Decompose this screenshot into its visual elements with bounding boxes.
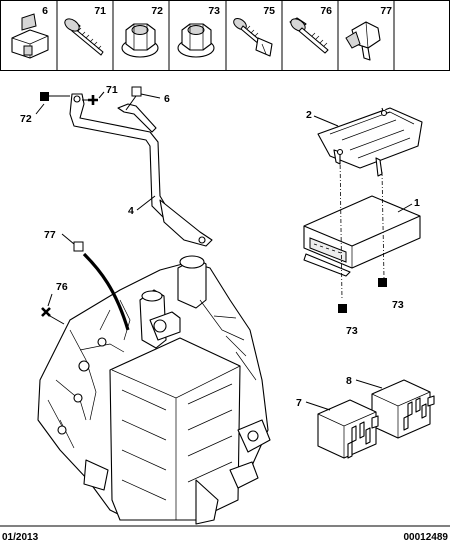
cable-clip-icon	[345, 21, 381, 61]
footer-ref-number: 00012489	[404, 532, 449, 543]
filled-square-icon	[338, 304, 347, 313]
callout-77-label: 77	[44, 229, 56, 241]
hardware-ref-76: 76	[320, 5, 332, 17]
hardware-ref-6: 6	[42, 5, 48, 17]
filled-square-icon	[40, 92, 49, 101]
plastic-clip-icon	[11, 13, 49, 59]
callout-6[interactable]: 6	[125, 86, 170, 111]
assembly-guide-lines	[339, 155, 385, 301]
callout-73-left[interactable]: 73	[338, 304, 358, 337]
screw-with-clip-icon	[233, 18, 273, 57]
screw-icon	[64, 18, 104, 56]
cross-mark-icon	[41, 307, 51, 317]
hardware-cell-76[interactable]: 76	[289, 5, 333, 54]
callout-6-label: 6	[164, 93, 170, 105]
hardware-ref-73: 73	[208, 5, 220, 17]
callout-7-label: 7	[296, 397, 302, 409]
callout-4-label: 4	[128, 205, 134, 217]
hardware-cell-73[interactable]: 73	[177, 5, 220, 58]
callout-72[interactable]: 72	[20, 92, 70, 125]
callout-1-label: 1	[414, 197, 420, 209]
callout-71[interactable]: 71	[82, 84, 118, 105]
hardware-ref-72: 72	[151, 5, 163, 17]
hardware-ref-71: 71	[94, 5, 106, 17]
hardware-cell-72[interactable]: 72	[121, 5, 163, 58]
ecu-bracket-part-2[interactable]	[317, 107, 423, 177]
hardware-cell-6[interactable]: 6	[11, 5, 49, 59]
callout-73-right-label: 73	[392, 299, 404, 311]
bracket-part-4[interactable]	[69, 93, 213, 247]
footer-date: 01/2013	[2, 532, 39, 543]
hardware-ref-75: 75	[263, 5, 275, 17]
relay-part-8[interactable]	[371, 379, 435, 439]
hardware-strip: 6 71 72	[0, 0, 450, 71]
gearbox-assembly	[37, 255, 271, 525]
open-square-icon	[73, 241, 84, 252]
callout-7[interactable]: 7	[296, 397, 331, 411]
callout-8[interactable]: 8	[346, 375, 383, 389]
hardware-cell-75[interactable]: 75	[232, 5, 275, 57]
callout-76[interactable]: 76	[41, 281, 68, 325]
callout-8-label: 8	[346, 375, 352, 387]
flange-screw-icon	[289, 17, 329, 54]
open-square-icon	[131, 86, 142, 97]
hardware-ref-77: 77	[380, 5, 392, 17]
callout-76-label: 76	[56, 281, 68, 293]
ecu-part-1[interactable]	[303, 195, 421, 277]
callout-77[interactable]: 77	[44, 229, 84, 252]
footer: 01/2013 00012489	[0, 525, 450, 543]
callout-72-label: 72	[20, 113, 32, 125]
relay-part-7[interactable]	[317, 399, 379, 459]
callout-73-left-label: 73	[346, 325, 358, 337]
callout-73-right[interactable]: 73	[378, 278, 404, 311]
callout-2-label: 2	[306, 109, 312, 121]
hardware-cell-77[interactable]: 77	[345, 5, 392, 61]
filled-square-icon	[378, 278, 387, 287]
hardware-cell-71[interactable]: 71	[63, 5, 107, 56]
callout-2[interactable]: 2	[306, 109, 339, 127]
flange-nut-icon	[121, 23, 159, 58]
wiring-harness	[82, 252, 130, 331]
plus-mark-icon	[88, 95, 98, 105]
flange-nut-icon	[177, 23, 215, 58]
callout-4[interactable]: 4	[128, 195, 156, 217]
callout-71-label: 71	[106, 84, 118, 96]
callout-1[interactable]: 1	[397, 197, 420, 213]
